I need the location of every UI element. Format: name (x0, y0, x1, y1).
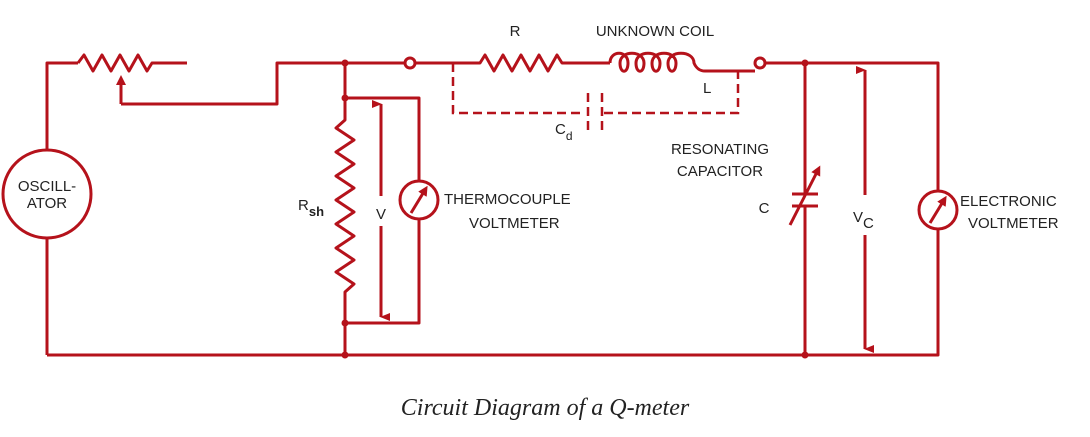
thermocouple-label-2: VOLTMETER (469, 215, 560, 232)
oscillator-label-2: ATOR (27, 195, 67, 212)
v-label: V (376, 206, 386, 223)
variable-resistor (76, 53, 405, 106)
r-label: R (510, 23, 521, 40)
capacitor-label: CAPACITOR (677, 163, 763, 180)
resonating-label: RESONATING (671, 141, 769, 158)
unknown-coil-section: R UNKNOWN COIL L Cd (415, 23, 767, 143)
oscillator-label: OSCILL- (18, 178, 76, 195)
vc-label: VC (853, 209, 874, 232)
l-label: L (703, 80, 711, 97)
output-terminal (753, 56, 767, 70)
thermocouple-label: THERMOCOUPLE (444, 191, 571, 208)
rsh-label: Rsh (298, 197, 324, 219)
thermocouple-voltmeter-icon (398, 179, 440, 221)
electronic-label: ELECTRONIC (960, 193, 1057, 210)
c-label: C (759, 200, 770, 217)
resonating-section: VC RESONATING CAPACITOR C ELECTRONIC VOL… (47, 59, 1059, 359)
caption: Circuit Diagram of a Q-meter (401, 395, 690, 421)
input-terminal (403, 56, 417, 70)
oscillator: OSCILL- ATOR (1, 61, 93, 355)
electronic-voltmeter-icon (917, 189, 959, 231)
electronic-label-2: VOLTMETER (968, 215, 1059, 232)
cd-label: Cd (555, 121, 573, 143)
unknown-coil-label: UNKNOWN COIL (596, 23, 714, 40)
shunt-section: V Rsh THERMOCOUPLE VOLTMETER (298, 63, 571, 355)
